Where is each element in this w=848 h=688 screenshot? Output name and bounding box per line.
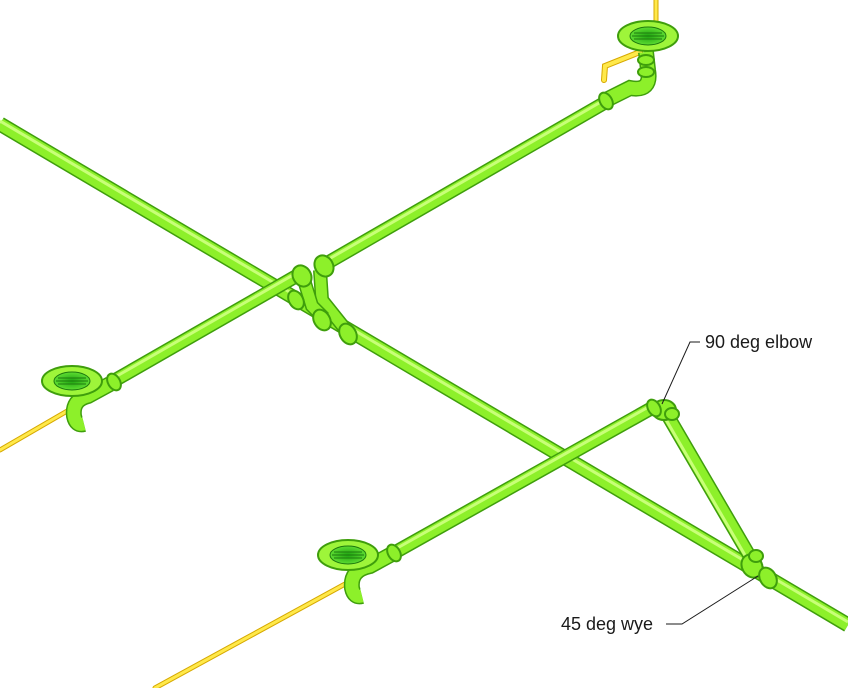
wye-leader-line <box>666 575 759 625</box>
elbow-callout: 90 deg elbow <box>661 332 813 405</box>
drain-bottom[interactable] <box>317 539 404 605</box>
elbow-label: 90 deg elbow <box>705 332 813 352</box>
angled-riser-pipe <box>661 412 759 564</box>
wye-label: 45 deg wye <box>561 614 653 634</box>
wye-45-fitting[interactable] <box>737 549 780 592</box>
drain-top-right[interactable] <box>596 20 679 112</box>
supply-line-bottom <box>152 563 381 688</box>
lower-branch-pipe <box>388 401 656 561</box>
main-drain-pipe <box>0 117 848 632</box>
supply-lines <box>0 0 659 688</box>
elbow-leader-line <box>661 341 700 405</box>
upper-branch-pipe <box>318 95 610 273</box>
drain-left[interactable] <box>41 365 124 433</box>
supply-line-top <box>601 0 659 83</box>
wye-callout: 45 deg wye <box>561 575 759 634</box>
junction-fittings <box>287 254 358 346</box>
middle-branch-pipe <box>106 267 304 390</box>
